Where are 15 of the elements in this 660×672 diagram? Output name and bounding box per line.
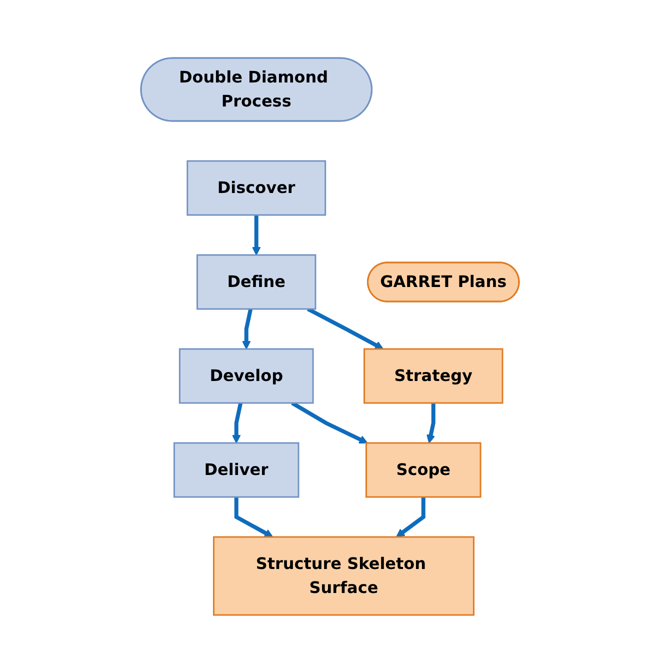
node-box: Develop [178, 348, 314, 404]
arrow [306, 306, 384, 349]
arrow [242, 308, 253, 349]
node-box: Discover [186, 160, 326, 216]
node-box: Scope [365, 442, 482, 498]
node-box: Strategy [364, 348, 504, 404]
arrow [234, 496, 274, 537]
node-box: Structure Skeleton Surface [212, 536, 474, 616]
arrow [291, 400, 368, 444]
arrow [396, 496, 426, 537]
node-box: Define [196, 254, 316, 310]
arrow [426, 402, 436, 443]
arrow [232, 402, 243, 443]
node-box: Deliver [173, 442, 300, 498]
arrow [252, 214, 261, 255]
